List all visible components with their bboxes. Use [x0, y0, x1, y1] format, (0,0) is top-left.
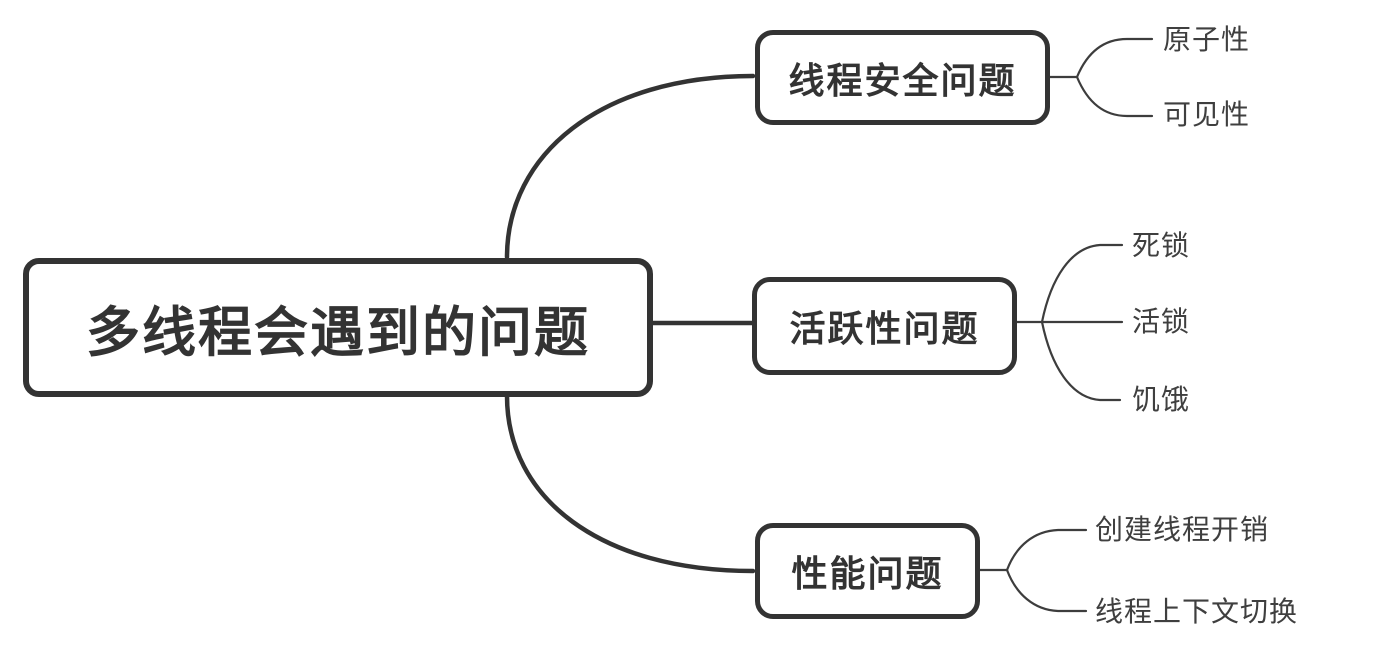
node-multithreading-problems[interactable]: 多线程会遇到的问题 [23, 258, 653, 397]
leaf-deadlock[interactable]: 死锁 [1132, 230, 1191, 261]
leaf-atomicity[interactable]: 原子性 [1163, 24, 1251, 55]
connector-to-deadlock [1040, 243, 1124, 324]
connector-to-context-switch [1005, 568, 1088, 613]
leaf-livelock[interactable]: 活锁 [1132, 306, 1191, 337]
connector-to-creation-overhead [1005, 528, 1088, 572]
node-liveness-issues[interactable]: 活跃性问题 [752, 277, 1017, 375]
connector-to-visibility [1075, 75, 1154, 118]
node-performance-issues[interactable]: 性能问题 [755, 523, 980, 619]
leaf-thread-creation-overhead[interactable]: 创建线程开销 [1095, 514, 1270, 545]
node-thread-safety-issues[interactable]: 线程安全问题 [755, 30, 1050, 125]
leaf-visibility[interactable]: 可见性 [1163, 99, 1251, 130]
connector-root-to-thread-safety [504, 73, 756, 260]
connector-to-atomicity [1075, 37, 1154, 79]
connector-root-to-performance [504, 393, 756, 574]
connector-to-starvation [1040, 320, 1122, 402]
leaf-starvation[interactable]: 饥饿 [1132, 384, 1191, 415]
leaf-thread-context-switching[interactable]: 线程上下文切换 [1095, 596, 1299, 627]
